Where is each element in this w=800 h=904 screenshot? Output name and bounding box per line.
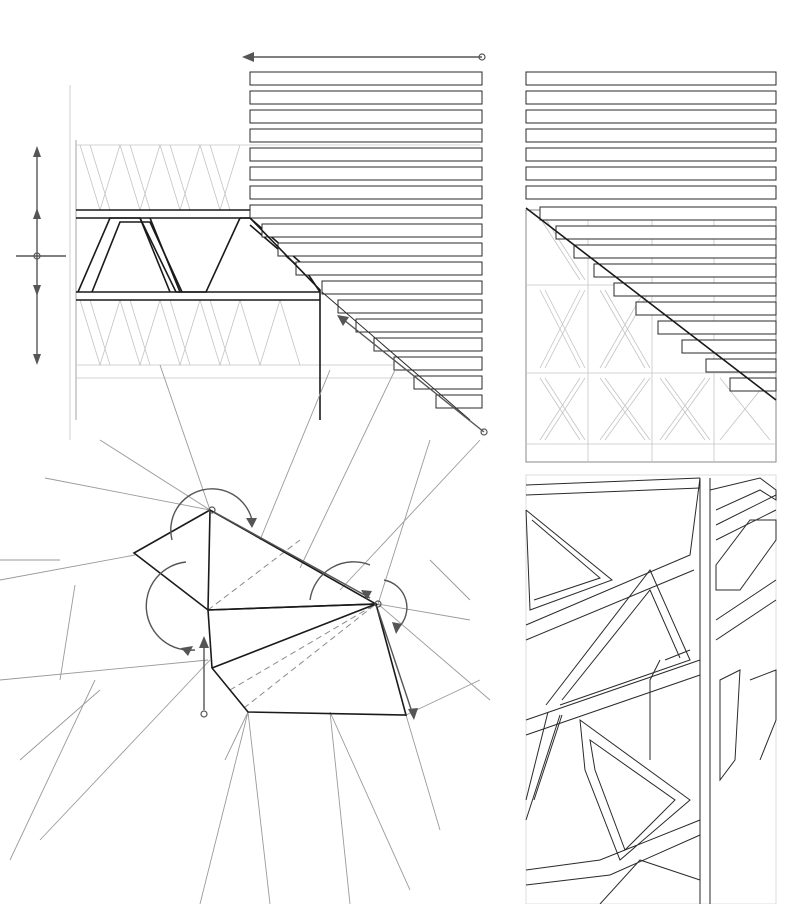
pivot-points [200, 506, 382, 718]
folded-plate-rotation-diagram [0, 364, 491, 904]
slide-arrow-diagonal [337, 315, 488, 436]
folded-plate [132, 509, 408, 716]
slide-arrow-top [242, 52, 486, 62]
rotation-arcs [145, 488, 413, 713]
cut-edge [249, 217, 321, 420]
fold-lines [207, 539, 377, 709]
fracture-lines [0, 364, 491, 904]
x-bracing [539, 217, 771, 441]
cut-edge-diagonal [321, 291, 471, 421]
cladding-planks [249, 71, 483, 409]
cut-edge-right [525, 207, 777, 401]
frame-outlines [525, 477, 777, 904]
truss-elevation-panel [16, 52, 488, 440]
highlighted-truss [76, 209, 321, 301]
dimension-marker [16, 146, 66, 365]
fractured-frame-pattern [525, 474, 777, 904]
panel-cladding-elevation [525, 71, 777, 463]
faint-truss-diagonals [79, 143, 301, 367]
cladding-planks-right [525, 71, 777, 392]
arrow-heads [181, 518, 418, 720]
